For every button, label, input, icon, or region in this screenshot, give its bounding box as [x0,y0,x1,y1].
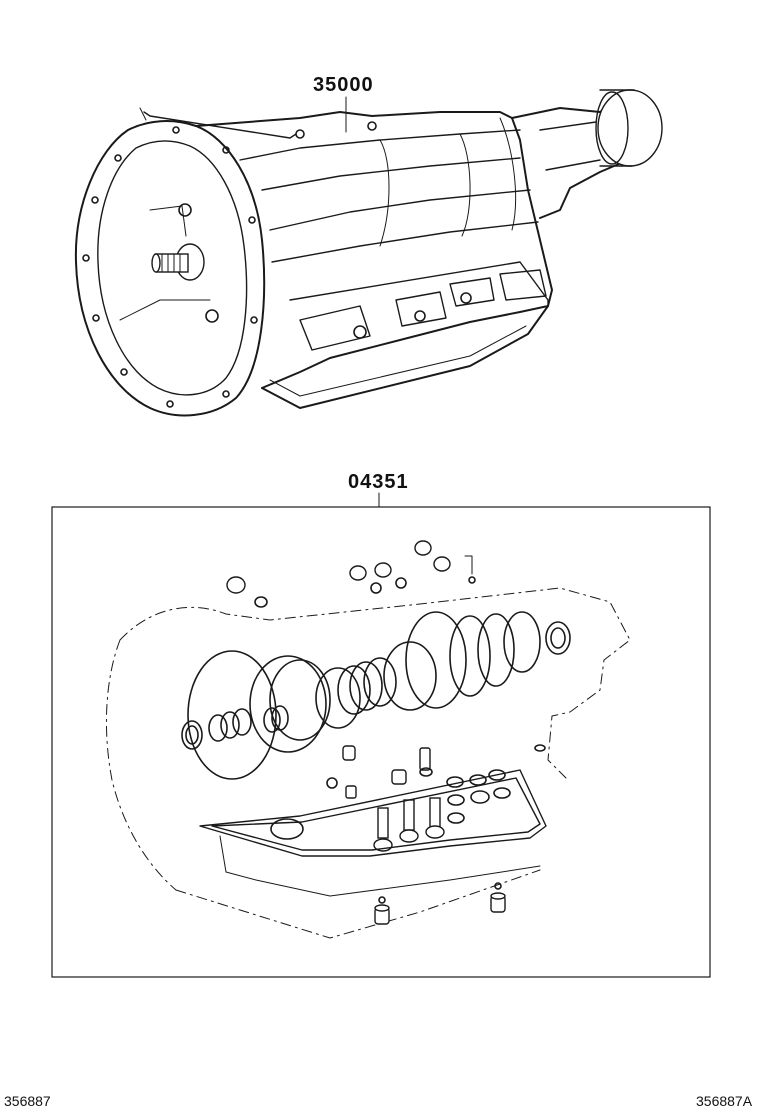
dipstick-tube [143,111,297,139]
transmission-assembly-drawing [74,89,663,417]
footer-code-right: 356887A [696,1093,753,1109]
clutch-seal-stack [181,611,571,780]
oil-pan-gasket [199,769,547,857]
pan-bolts [374,882,506,925]
filter-seal-ring [270,818,304,840]
output-flange [595,89,663,167]
phantom-outline [106,587,631,939]
o-rings-upper [226,540,476,608]
input-shaft [151,243,205,281]
oil-pan [261,305,549,409]
transmission-case [195,111,553,389]
valve-body-parts [326,744,546,852]
bell-housing-flange [74,120,266,417]
gasket-kit-drawing [51,492,711,978]
part-number-transmission: 35000 [313,74,374,96]
bell-housing-inner [97,140,248,396]
valve-body [289,261,549,307]
part-number-gasket-kit: 04351 [348,471,409,493]
footer-code-left: 356887 [4,1093,51,1109]
flange-bolt-holes [82,126,258,408]
gasket-kit-frame [51,506,711,978]
